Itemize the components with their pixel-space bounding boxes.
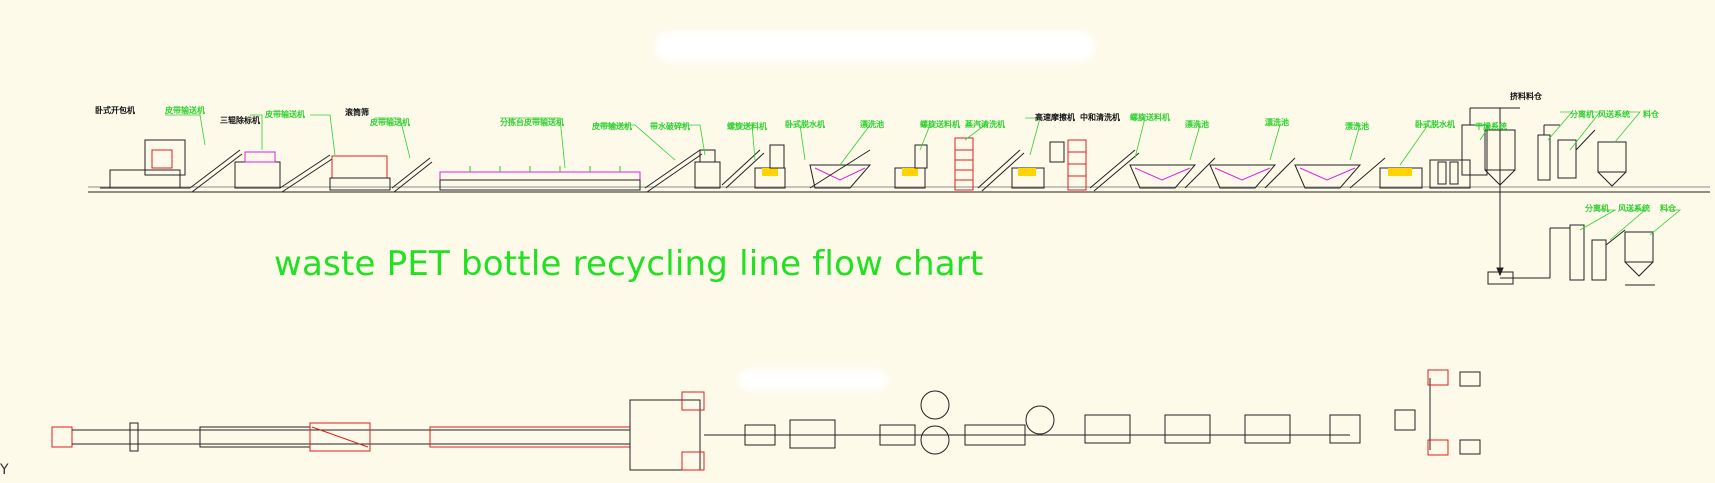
label-dewatering-2: 卧式脱水机: [1415, 120, 1455, 129]
screw-loader-4: [1089, 149, 1140, 192]
label-steam-washer: 蒸汽清洗机: [965, 120, 1005, 129]
label-trommel: 滚筒筛: [345, 108, 369, 117]
wet-crusher-machine: [694, 149, 721, 189]
label-separator-2: 分离机: [1585, 204, 1609, 213]
label-belt-conveyor-4: 皮带输送机: [592, 122, 632, 131]
sorting-table-conveyor: [439, 166, 641, 191]
screw-loader-1: [721, 149, 765, 189]
page-title: waste PET bottle recycling line flow cha…: [274, 244, 984, 284]
label-rinse-tank-3: 漂洗池: [1265, 118, 1289, 127]
high-speed-friction-machine: [1011, 141, 1065, 189]
rinse-tank-1: [809, 149, 872, 189]
steam-washer-machine: [954, 137, 974, 191]
plan-view-layout: [51, 369, 1481, 471]
label-drying-system: 干燥系统: [1475, 122, 1507, 131]
belt-conveyor-3: [391, 157, 433, 193]
lower-branch-feed: [1487, 227, 1570, 285]
label-bale-opener: 卧式开包机: [95, 106, 135, 115]
air-conveying-system-1: [1557, 129, 1596, 179]
rinse-tank-2: [1129, 157, 1216, 189]
separator-machine-1: [1537, 124, 1560, 181]
label-label-remover: 三辊除标机: [220, 116, 260, 125]
label-screw-loader-1: 螺旋送料机: [727, 122, 767, 131]
label-separator-1: 分离机: [1570, 110, 1594, 119]
label-rinse-tank-1: 漂洗池: [860, 120, 884, 129]
label-screw-loader-3: 螺旋送料机: [1130, 113, 1170, 122]
screw-loader-3: [977, 149, 1025, 192]
label-silo-2: 料仓: [1660, 204, 1676, 213]
leader-lines: [165, 111, 1682, 241]
label-belt-conveyor-3: 皮带输送机: [370, 118, 410, 127]
silo-1: [1597, 141, 1627, 187]
belt-conveyor-1: [189, 149, 243, 193]
neutralization-washer-machine: [1067, 139, 1087, 191]
label-air-conveying-2: 风送系统: [1618, 204, 1650, 213]
redacted-banner: [655, 32, 1095, 62]
label-dewatering-1: 卧式脱水机: [785, 120, 825, 129]
silo-2: [1624, 231, 1655, 286]
air-conveying-system-2: [1591, 229, 1626, 281]
label-rinse-tank-4: 漂洗池: [1345, 122, 1369, 131]
label-air-conveying-1: 风送系统: [1598, 110, 1630, 119]
separator-machine-2: [1569, 224, 1585, 281]
label-neutralization-washer: 中和清洗机: [1080, 113, 1120, 122]
screw-loader-2: [894, 144, 928, 189]
bale-opener-machine: [100, 139, 190, 189]
redacted-small-banner: [738, 370, 888, 390]
axis-mark: Y: [0, 462, 9, 478]
label-remover-machine: [234, 151, 281, 189]
label-silo-1: 料仓: [1643, 110, 1659, 119]
belt-conveyor-2: [279, 154, 333, 193]
label-sorting-table: 分拣台皮带输送机: [500, 118, 564, 127]
rinse-tank-4: [1294, 157, 1386, 189]
dewatering-machine-1: [754, 144, 786, 189]
drying-system: [1429, 107, 1520, 189]
rinse-tank-3: [1209, 157, 1296, 189]
label-rinse-tank-2: 漂洗池: [1185, 120, 1209, 129]
belt-conveyor-4: [644, 149, 703, 193]
dewatering-machine-2: [1379, 167, 1423, 189]
label-belt-conveyor-2: 皮带输送机: [265, 110, 305, 119]
label-belt-conveyor-1: 皮带输送机: [165, 106, 205, 115]
label-friction-washer: 高速摩擦机: [1035, 113, 1075, 122]
label-storage-hopper: 挤料料仓: [1510, 92, 1542, 101]
label-screw-loader-2: 螺旋送料机: [920, 120, 960, 129]
label-wet-crusher: 带水破碎机: [650, 122, 690, 131]
trommel-screen-machine: [329, 155, 391, 191]
